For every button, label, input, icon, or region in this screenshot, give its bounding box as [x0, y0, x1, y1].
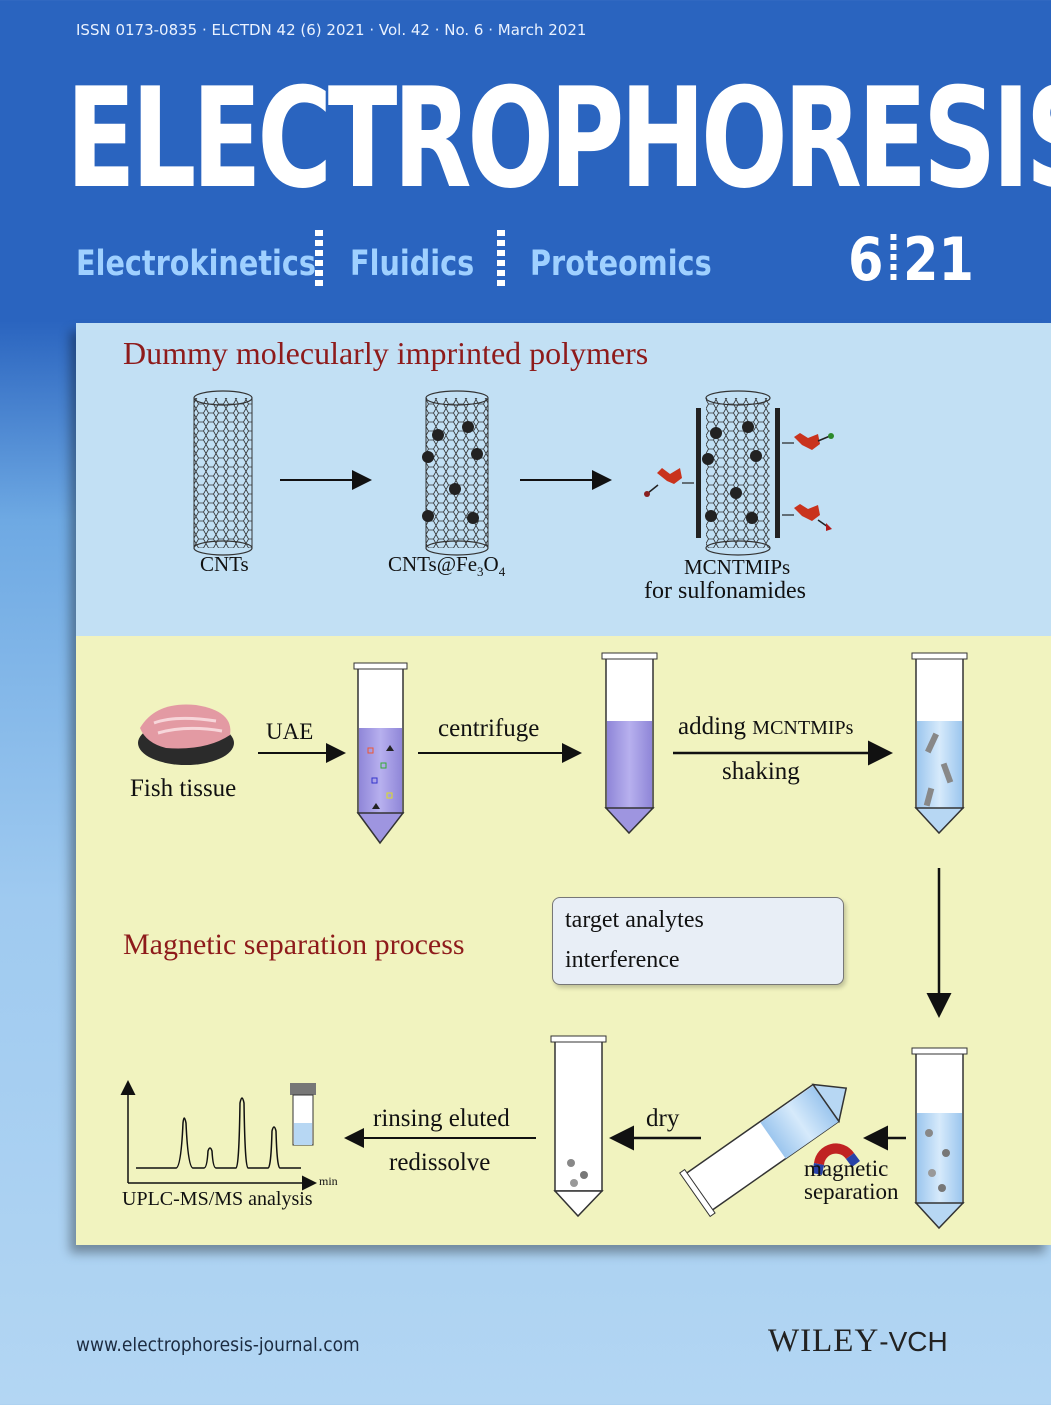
tube-mcntmips	[911, 652, 968, 835]
subject-proteomics: Proteomics	[530, 244, 712, 284]
cnts-fe-sub2: 4	[498, 564, 506, 580]
issn-line: ISSN 0173-0835 · ELCTDN 42 (6) 2021 · Vo…	[76, 21, 587, 39]
min-label: min	[319, 1174, 338, 1188]
subject-divider	[497, 230, 505, 286]
issue-divider	[890, 234, 897, 284]
publisher-logo: WILEY-VCH	[768, 1323, 948, 1360]
publisher-main: WILEY	[768, 1323, 880, 1359]
subject-fluidics: Fluidics	[350, 244, 475, 284]
subject-electrokinetics: Electrokinetics	[76, 244, 316, 284]
magnetic-line-2: separation	[804, 1179, 899, 1204]
rinsing-label: rinsing eluted	[373, 1105, 510, 1132]
mcntmips-for-label: for sulfonamides	[644, 578, 806, 604]
adding-text: adding	[678, 713, 747, 740]
subject-divider	[315, 230, 323, 286]
cnt-fe3o4-tube	[422, 390, 489, 556]
issue-year: 21	[903, 225, 975, 295]
issue-number: 6	[848, 225, 884, 295]
cnt-tube	[193, 390, 253, 556]
shaking-label: shaking	[722, 758, 800, 785]
legend-interference-label: interference	[565, 947, 680, 973]
cover-figure-illustration	[120, 390, 968, 1230]
tube-bound	[911, 1047, 968, 1230]
journal-url: www.electrophoresis-journal.com	[76, 1334, 360, 1356]
fish-tissue-illustration	[138, 704, 234, 765]
fish-tissue-label: Fish tissue	[130, 775, 237, 802]
magnet-icon	[812, 1143, 860, 1175]
legend-box: target analytes interference	[552, 897, 844, 985]
dry-label: dry	[646, 1105, 680, 1132]
cnts-fe3o4-label: CNTs@Fe3O4	[388, 552, 505, 580]
tube-dried	[550, 1035, 607, 1218]
cnts-fe-main: CNTs@Fe	[388, 552, 478, 576]
legend-target-label: target analytes	[565, 907, 704, 933]
mcntmips-label: MCNTMIPs	[684, 555, 791, 579]
magnetic-line-1: magnetic	[804, 1156, 889, 1181]
chromatogram	[120, 1080, 317, 1191]
synthesis-title: Dummy molecularly imprinted polymers	[123, 335, 649, 371]
tube-extract	[353, 662, 408, 845]
mcntmip-tube	[644, 390, 834, 556]
cnts-label: CNTs	[200, 552, 249, 576]
cnts-fe-o: O	[483, 552, 499, 576]
cover-figure: Dummy molecularly imprinted polymers CNT…	[76, 323, 1051, 1245]
centrifuge-label: centrifuge	[438, 715, 540, 742]
journal-title: ELECTROPHORESIS	[66, 58, 1051, 219]
issue-badge: 6 21	[848, 225, 974, 295]
tube-tilted-magnet	[679, 1083, 848, 1218]
tube-centrifuged	[601, 652, 658, 835]
analysis-label: UPLC-MS/MS analysis	[122, 1188, 313, 1210]
adding-reagent: MCNTMIPs	[752, 717, 854, 739]
uae-label: UAE	[266, 719, 314, 744]
publisher-suffix: -VCH	[879, 1326, 948, 1357]
redissolve-label: redissolve	[389, 1149, 491, 1176]
cnts-fe-sub1: 3	[477, 564, 484, 580]
adding-label: adding MCNTMIPs	[678, 713, 853, 741]
process-title: Magnetic separation process	[123, 928, 465, 961]
